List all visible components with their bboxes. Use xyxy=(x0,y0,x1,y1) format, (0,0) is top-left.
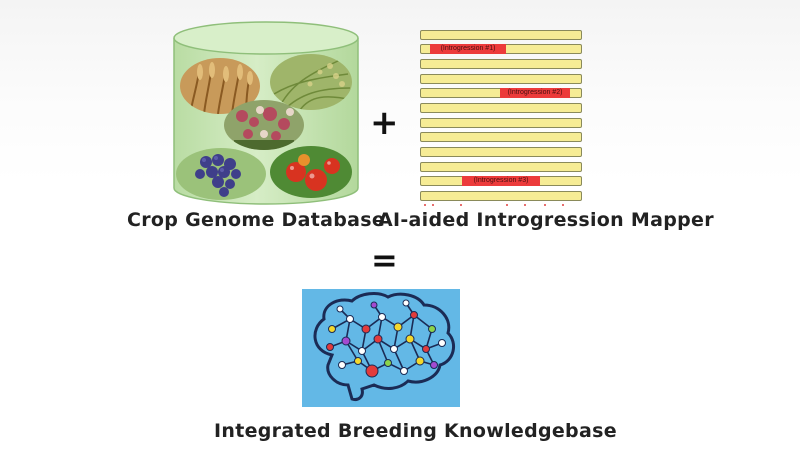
grape-photo xyxy=(176,148,266,200)
chromosome-bar xyxy=(420,30,582,40)
crop-genome-database-cylinder xyxy=(172,20,360,206)
plus-operator: + xyxy=(370,103,399,143)
marker-dot xyxy=(506,204,508,206)
chromosome-bar xyxy=(420,162,582,172)
brain-network-image xyxy=(302,289,460,407)
chromosome-bar xyxy=(420,74,582,84)
introgression-mapper: (Introgression #1) (Introgression #2) (I… xyxy=(420,30,584,206)
quinoa-photo xyxy=(224,100,304,150)
knowledgebase-label: Integrated Breeding Knowledgebase xyxy=(214,420,617,442)
marker-dot xyxy=(460,204,462,206)
marker-dot xyxy=(432,204,434,206)
chromosome-bar xyxy=(420,103,582,113)
mapper-label: AI-aided Introgression Mapper xyxy=(378,209,714,231)
rice-photo xyxy=(270,54,352,110)
introgression-1: (Introgression #1) xyxy=(430,44,506,54)
chromosome-bar xyxy=(420,132,582,142)
introgression-3: (Introgression #3) xyxy=(462,176,540,186)
marker-dot xyxy=(544,204,546,206)
database-label: Crop Genome Database xyxy=(127,209,386,231)
marker-dot xyxy=(524,204,526,206)
brain-network-icon xyxy=(313,292,456,401)
equals-operator: = xyxy=(371,241,398,279)
introgression-2: (Introgression #2) xyxy=(500,88,570,98)
chromosome-bar xyxy=(420,118,582,128)
chromosome-bar xyxy=(420,191,582,201)
chromosome-bar xyxy=(420,147,582,157)
tomato-photo xyxy=(270,146,352,198)
marker-dot xyxy=(424,204,426,206)
background-band xyxy=(0,0,800,260)
chromosome-bar xyxy=(420,59,582,69)
marker-dot xyxy=(562,204,564,206)
